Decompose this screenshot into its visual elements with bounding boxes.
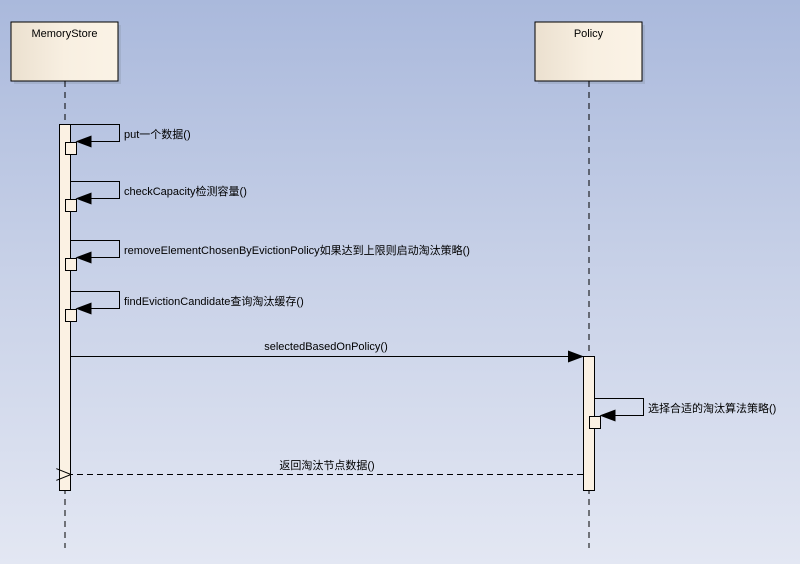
nested-activation: [65, 199, 77, 212]
self-message-loop: [70, 124, 120, 148]
activation-bar-memorystore[interactable]: [59, 124, 71, 491]
message-selected-based-on-policy[interactable]: selectedBasedOnPolicy(): [70, 341, 584, 363]
self-message-loop: [70, 181, 120, 205]
nested-activation: [65, 142, 77, 155]
message-label: selectedBasedOnPolicy(): [264, 341, 388, 353]
self-message-loop: [594, 398, 644, 422]
message-return-eviction-node[interactable]: 返回淘汰节点数据(): [71, 458, 583, 475]
nested-activation: [65, 309, 77, 322]
lifeline-label-memorystore: MemoryStore: [31, 28, 97, 40]
message-label: findEvictionCandidate查询淘汰缓存(): [124, 294, 304, 308]
message-self-select-algorithm[interactable]: 选择合适的淘汰算法策略(): [589, 398, 777, 429]
message-self-checkcapacity[interactable]: checkCapacity检测容量(): [65, 181, 247, 212]
self-message-loop: [70, 291, 120, 315]
lifeline-label-policy: Policy: [574, 28, 604, 40]
self-message-loop: [70, 240, 120, 264]
nested-activation: [589, 416, 601, 429]
lifeline-head-memorystore[interactable]: [10, 21, 119, 82]
lifeline-head-policy[interactable]: [534, 21, 643, 82]
message-label: removeElementChosenByEvictionPolicy如果达到上…: [124, 243, 470, 257]
message-self-remove-element[interactable]: removeElementChosenByEvictionPolicy如果达到上…: [65, 240, 470, 271]
message-label: 选择合适的淘汰算法策略(): [648, 401, 776, 415]
message-label: put一个数据(): [124, 127, 191, 141]
message-self-find-eviction-candidate[interactable]: findEvictionCandidate查询淘汰缓存(): [65, 291, 304, 322]
nested-activation: [65, 258, 77, 271]
lifeline-memorystore[interactable]: MemoryStore: [10, 21, 121, 548]
lifeline-policy[interactable]: Policy: [534, 21, 645, 548]
message-label: 返回淘汰节点数据(): [279, 458, 374, 472]
message-self-put[interactable]: put一个数据(): [65, 124, 191, 155]
message-label: checkCapacity检测容量(): [124, 184, 247, 198]
